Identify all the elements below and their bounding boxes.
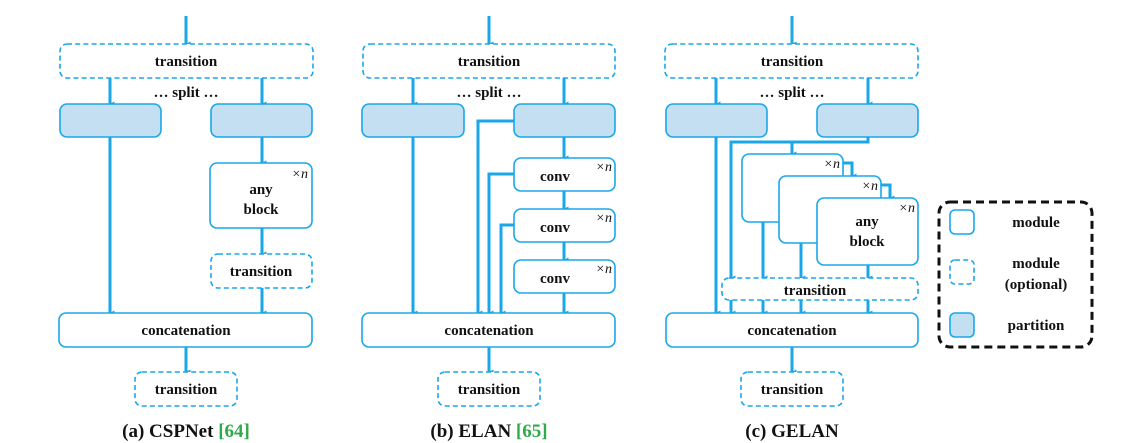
legend-label-module-optional: module	[1012, 256, 1060, 272]
block2-to-block3-arrow	[881, 183, 895, 201]
repeat-label: ×n	[596, 262, 612, 277]
repeat-label: ×n	[292, 167, 308, 182]
mid-transition-box	[721, 277, 919, 301]
conv-box-2	[513, 208, 616, 243]
caption-gelan: (c) GELAN	[745, 421, 839, 442]
repeat-label: ×n	[596, 211, 612, 226]
split-label: … split …	[456, 85, 521, 101]
top-transition-box	[59, 43, 314, 79]
caption-cspnet: (a) CSPNet [64]	[122, 421, 250, 442]
conv-label-1: conv	[540, 169, 571, 185]
partition-right	[816, 103, 919, 138]
bottom-transition-label: transition	[761, 382, 824, 398]
partition-left	[361, 103, 465, 138]
legend-label-partition: partition	[1008, 318, 1065, 334]
top-transition-box	[664, 43, 919, 79]
conv-box-1	[513, 157, 616, 192]
block-label-line1: any	[249, 182, 273, 198]
block-label-line2: block	[849, 234, 885, 250]
bottom-transition-label: transition	[458, 382, 521, 398]
legend-label-module-optional: (optional)	[1005, 277, 1068, 293]
block-label-line1: any	[855, 214, 879, 230]
partition-right	[513, 103, 616, 138]
top-transition-label: transition	[761, 54, 824, 70]
box-layer	[58, 43, 1094, 407]
block1-to-block2-arrow	[843, 161, 857, 179]
conv2-skip-arrow	[499, 223, 514, 316]
mid-transition-label: transition	[230, 264, 293, 280]
partition-left	[59, 103, 162, 138]
bottom-transition-box	[437, 371, 541, 407]
any-block-box	[209, 162, 313, 229]
conv1-skip-arrow	[487, 172, 514, 316]
concat-box	[361, 312, 616, 348]
repeat-label: ×n	[862, 179, 878, 194]
conv-box-3	[513, 259, 616, 294]
caption-title: (c) GELAN	[745, 421, 839, 442]
repeat-label: ×n	[824, 157, 840, 172]
repeat-label: ×n	[899, 201, 915, 216]
block-label-line2: block	[243, 202, 279, 218]
legend-swatch-module-optional	[949, 259, 975, 285]
top-transition-label: transition	[155, 54, 218, 70]
stacked-block-3	[816, 197, 919, 266]
conv-label-2: conv	[540, 220, 571, 236]
legend-swatch-module	[949, 209, 975, 235]
concat-label: concatenation	[747, 323, 837, 339]
text-layer: transition … split … any block ×n transition c…	[122, 54, 1067, 442]
legend-box	[937, 200, 1094, 349]
split-label: … split …	[759, 85, 824, 101]
partition-skip-arrow	[729, 137, 870, 281]
partition-skip-arrow	[476, 119, 514, 316]
mid-transition-label: transition	[784, 283, 847, 299]
split-label: … split …	[153, 85, 218, 101]
conv-label-3: conv	[540, 271, 571, 287]
top-transition-label: transition	[458, 54, 521, 70]
legend-label-module: module	[1012, 215, 1060, 231]
top-transition-box	[362, 43, 616, 79]
partition-left	[665, 103, 768, 138]
caption-citation: [64]	[218, 421, 250, 442]
partition-right	[210, 103, 313, 138]
concat-box	[58, 312, 313, 348]
caption-elan: (b) ELAN [65]	[430, 421, 547, 442]
connector-layer	[108, 16, 895, 375]
bottom-transition-box	[134, 371, 238, 407]
bottom-transition-box	[740, 371, 844, 407]
legend-swatch-partition	[949, 312, 975, 338]
caption-title: (b) ELAN	[430, 421, 516, 442]
caption-citation: [65]	[516, 421, 548, 442]
concat-box	[665, 312, 919, 348]
caption-title: (a) CSPNet	[122, 421, 218, 442]
mid-transition-box	[210, 253, 313, 289]
bottom-transition-label: transition	[155, 382, 218, 398]
concat-label: concatenation	[444, 323, 534, 339]
repeat-label: ×n	[596, 160, 612, 175]
concat-label: concatenation	[141, 323, 231, 339]
